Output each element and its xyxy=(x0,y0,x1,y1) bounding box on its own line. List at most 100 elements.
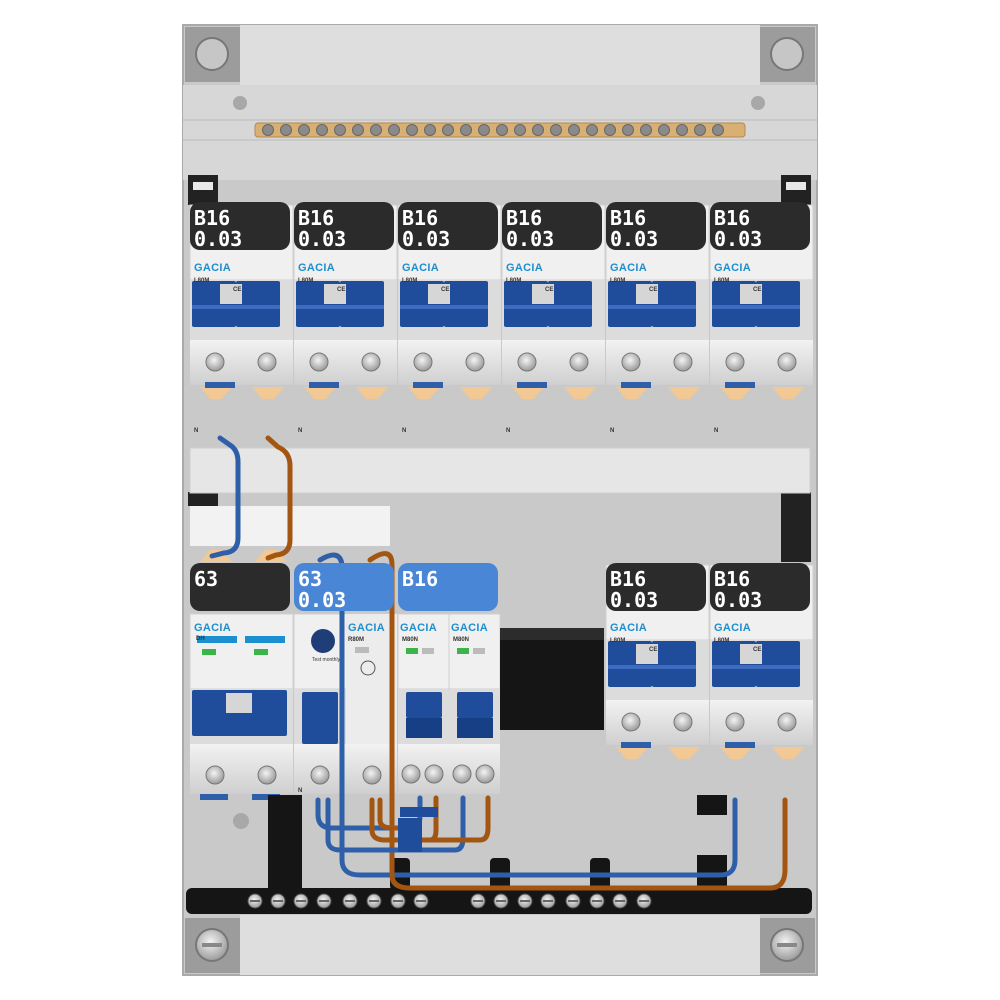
handle-gap xyxy=(636,284,658,304)
bottom-device-row xyxy=(189,550,814,800)
screw-slot xyxy=(250,900,260,902)
model-label: L80M xyxy=(402,278,418,284)
blue-lug xyxy=(309,382,339,388)
label-line-2: 0.03 xyxy=(298,588,347,611)
model-label: L80M xyxy=(714,278,730,284)
blue-wire xyxy=(209,435,241,559)
busbar-screw-icon xyxy=(658,124,670,136)
neutral-mark: N xyxy=(194,428,199,434)
terminal-screw-icon xyxy=(621,352,641,372)
busbar-screw-icon xyxy=(712,124,724,136)
brown-wire xyxy=(367,551,788,891)
terminal-screw-icon xyxy=(309,352,329,372)
cable-lug xyxy=(460,387,492,399)
brand-logo: GACIA xyxy=(714,622,751,634)
ce-mark: CE xyxy=(753,287,762,293)
label-line-1: B16 xyxy=(610,567,647,591)
handle-stripe xyxy=(192,305,280,309)
cable-lug xyxy=(252,387,284,399)
rcbo-sensitivity: 0.03 xyxy=(298,227,347,250)
busbar-screw-icon xyxy=(676,124,688,136)
terminal-screw-icon xyxy=(517,352,537,372)
ce-mark: CE xyxy=(233,287,242,293)
handle-stripe xyxy=(608,665,696,669)
brand-logo: GACIA xyxy=(298,262,335,274)
terminal-block xyxy=(502,340,605,385)
cable-lug xyxy=(772,387,804,399)
blue-lug xyxy=(205,382,235,388)
cable-lug xyxy=(512,387,544,399)
brown-wire xyxy=(377,797,403,831)
terminal-screw-icon xyxy=(465,352,485,372)
neutral-mark: N xyxy=(714,428,719,434)
screw-slot xyxy=(520,900,530,902)
rcbo-sensitivity: 0.03 xyxy=(714,227,763,250)
ce-mark: CE xyxy=(649,647,658,653)
terminal-block xyxy=(190,340,293,385)
label-line-1: 63 xyxy=(194,567,219,591)
busbar-screw-icon xyxy=(622,124,634,136)
busbar-screw-icon xyxy=(316,124,328,136)
rcd-symbol-icon xyxy=(360,660,376,676)
handle-gap xyxy=(532,284,554,304)
terminal-screw-icon xyxy=(621,712,641,732)
cable-lug xyxy=(772,747,804,759)
rcbo-rating: B16 xyxy=(714,206,751,230)
model-band xyxy=(197,636,237,643)
toggle-handle xyxy=(756,281,800,327)
cable-lug xyxy=(304,387,336,399)
blank-cover xyxy=(500,628,604,730)
status-indicator xyxy=(457,648,469,654)
terminal-screw-icon xyxy=(452,764,472,784)
busbar-screw-icon xyxy=(478,124,490,136)
model-label: L80M xyxy=(506,278,522,284)
handle-stripe xyxy=(296,305,384,309)
screw-slot xyxy=(473,900,483,902)
screw-slot xyxy=(615,900,625,902)
brown-wire xyxy=(265,435,293,561)
busbar-screw-icon xyxy=(694,124,706,136)
ce-mark: CE xyxy=(753,647,762,653)
rating-box xyxy=(422,648,434,654)
screw-slot xyxy=(273,900,283,902)
busbar-screw-icon xyxy=(424,124,436,136)
brand-logo: GACIA xyxy=(610,262,647,274)
brand-logo: GACIA xyxy=(506,262,543,274)
blue-lug xyxy=(725,742,755,748)
handle-stripe xyxy=(608,305,696,309)
rcbo-rating: B16 xyxy=(506,206,543,230)
terminal-block xyxy=(294,744,397,794)
screw-slot xyxy=(296,900,306,902)
busbar-screw-icon xyxy=(640,124,652,136)
blue-lug xyxy=(252,794,280,800)
busbar-screw-icon xyxy=(514,124,526,136)
label-line-1: B16 xyxy=(714,567,751,591)
cable-lug xyxy=(616,387,648,399)
screw-slot xyxy=(416,900,426,902)
toggle-handle xyxy=(652,641,696,687)
screw-slot xyxy=(568,900,578,902)
terminal-block xyxy=(606,700,709,745)
toggle-handle xyxy=(652,281,696,327)
model-label: L80M xyxy=(194,278,210,284)
handle-stripe xyxy=(504,305,592,309)
toggle-handle xyxy=(756,641,800,687)
busbar-screw-icon xyxy=(550,124,562,136)
cable-lug xyxy=(200,387,232,399)
cable-lug xyxy=(408,387,440,399)
screw-slot xyxy=(592,900,602,902)
terminal-screw-icon xyxy=(362,765,382,785)
terminal-screw-icon xyxy=(310,765,330,785)
rcbo-sensitivity: 0.03 xyxy=(402,227,451,250)
model-label: DH xyxy=(196,636,205,642)
terminal-block xyxy=(294,340,397,385)
model-label: L80M xyxy=(610,278,626,284)
terminal-block xyxy=(710,340,813,385)
terminal-screw-icon xyxy=(257,765,277,785)
